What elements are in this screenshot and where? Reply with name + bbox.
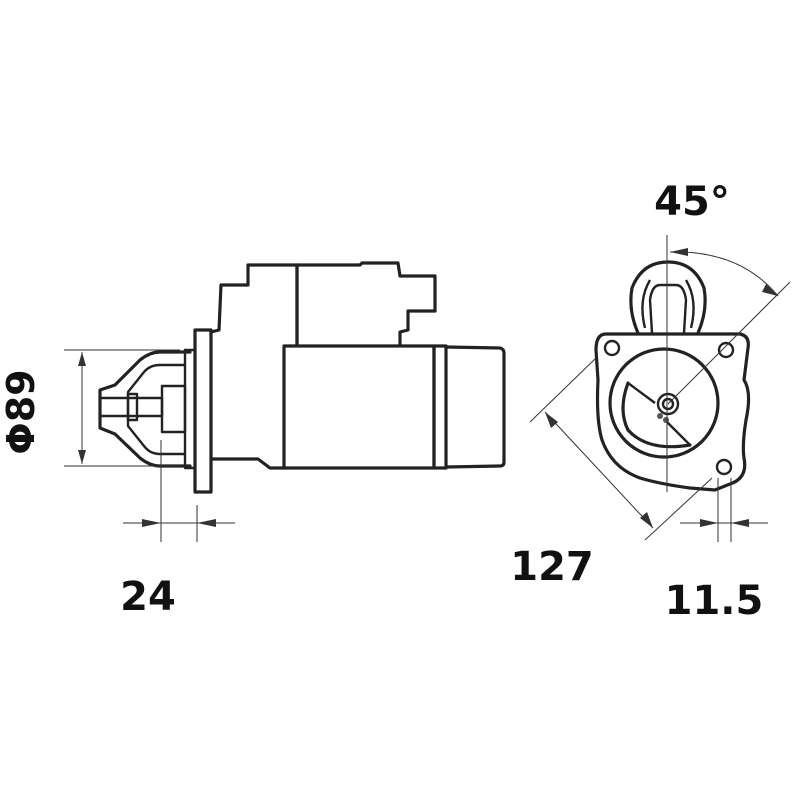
pinion-offset-label: 24 xyxy=(120,574,176,620)
motor-face xyxy=(608,347,720,459)
mount-hole-2 xyxy=(717,341,735,359)
bolt-spacing-label: 127 xyxy=(510,544,594,590)
bolt-hole-label: 11.5 xyxy=(665,578,764,624)
mount-hole-1 xyxy=(603,339,621,357)
bolt-hole-dimension: 11.5 xyxy=(665,478,768,624)
motor-endcap xyxy=(444,345,506,469)
mounting-flange xyxy=(193,328,213,494)
bolt-spacing-dimension: 127 xyxy=(510,357,713,590)
drive-housing xyxy=(209,263,299,347)
angle-dimension: 45° xyxy=(654,179,791,405)
diameter-label: Φ89 xyxy=(0,369,43,454)
solenoid-loop xyxy=(629,260,707,335)
side-view xyxy=(98,261,506,494)
motor-body xyxy=(282,344,436,470)
diameter-dimension: Φ89 xyxy=(0,349,180,467)
motor-band xyxy=(432,344,448,470)
angle-label: 45° xyxy=(654,179,730,225)
front-flange xyxy=(594,332,751,492)
shaft xyxy=(656,392,680,416)
front-view xyxy=(594,260,751,492)
solenoid xyxy=(295,261,437,347)
mount-hole-3 xyxy=(715,458,733,476)
pinion-nose xyxy=(98,348,197,470)
pinion-offset-dimension: 24 xyxy=(120,440,235,620)
